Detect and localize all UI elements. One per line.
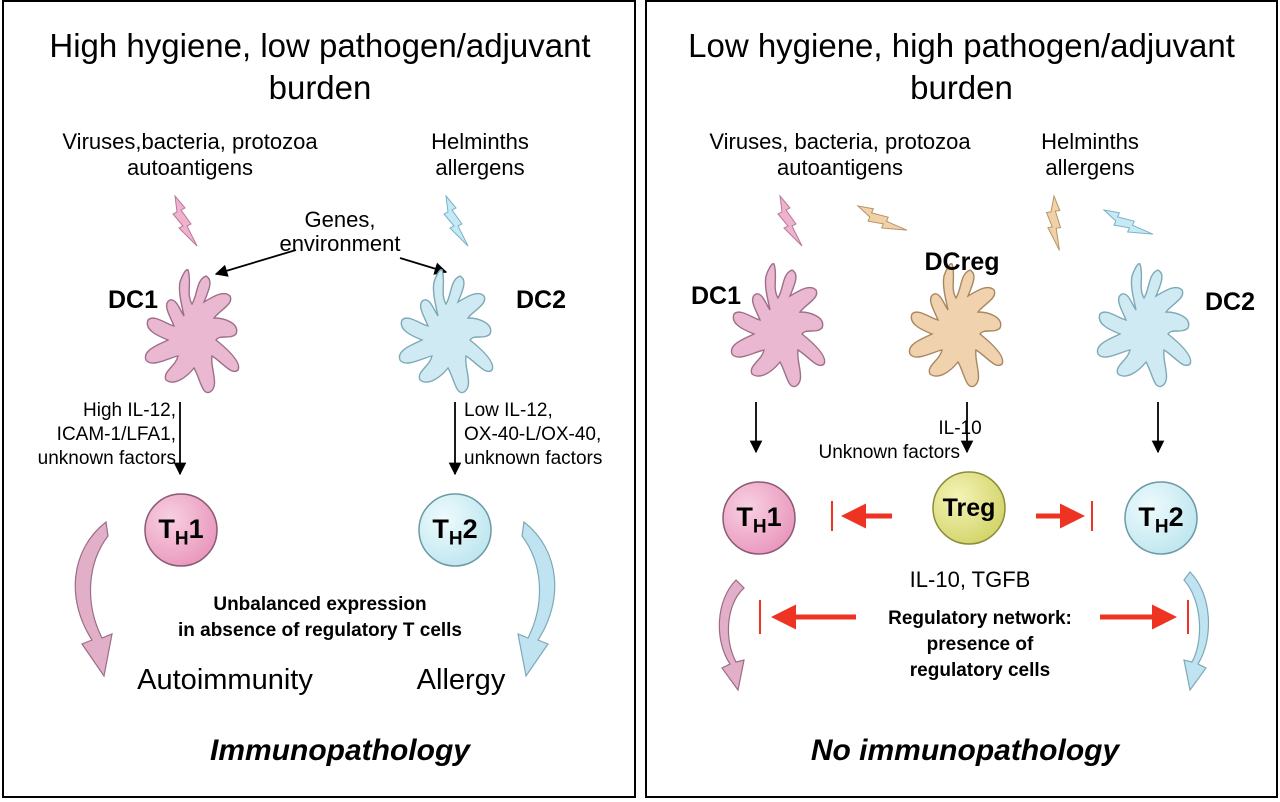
- network-line2: presence of: [926, 634, 1034, 655]
- autoimmunity-curved-arrow: [74, 520, 113, 678]
- right-title-line2: burden: [910, 69, 1013, 106]
- genes-arrow-right: [399, 257, 448, 275]
- network-line3: regulatory cells: [909, 660, 1051, 681]
- right-dc2-label: DC2: [1204, 288, 1255, 316]
- dc1-factors-line3: unknown factors: [37, 448, 176, 469]
- treg-inhibits-th2-arrow: [1036, 501, 1093, 531]
- right-title-line1: Low hygiene, high pathogen/adjuvant: [688, 27, 1235, 64]
- network-inhibits-right-arrow: [1100, 600, 1189, 634]
- stimulus-bolt-icon: [777, 195, 803, 247]
- th1-cell: [722, 481, 796, 555]
- left-dc1-label: DC1: [107, 286, 158, 314]
- th1-curved-arrow: [718, 579, 745, 692]
- treg-label: Treg: [942, 494, 996, 522]
- right-source-pathogens-line1: Viruses, bacteria, protozoa: [709, 129, 971, 154]
- right-source-pathogens-line2: autoantigens: [777, 155, 903, 180]
- dc2-factors-line1: Low IL-12,: [464, 400, 553, 421]
- right-dc1-label: DC1: [690, 282, 741, 310]
- th2-cell: [1124, 481, 1198, 555]
- th2-curved-arrow: [1183, 571, 1210, 692]
- stimulus-bolt-icon: [172, 195, 198, 247]
- dc1-factors-line2: ICAM-1/LFA1,: [56, 424, 176, 445]
- right-th1-label: TH1: [736, 502, 782, 538]
- right-source-helminths-line2: allergens: [1045, 155, 1135, 180]
- outcome-allergy: Allergy: [416, 664, 506, 696]
- genes-label-line2: environment: [279, 231, 401, 256]
- outcome-autoimmunity: Autoimmunity: [137, 664, 313, 696]
- network-line1: Regulatory network:: [888, 608, 1072, 629]
- left-title-line2: burden: [268, 69, 372, 106]
- dcreg-label: DCreg: [924, 248, 1000, 276]
- left-verdict: Immunopathology: [210, 734, 470, 767]
- dc1-factors-line1: High IL-12,: [83, 400, 176, 421]
- genes-arrow-left: [214, 249, 297, 277]
- dcreg-cell-icon: [908, 262, 1004, 388]
- left-source-pathogens-line2: autoantigens: [127, 155, 253, 180]
- panel-low-hygiene: [645, 0, 1278, 798]
- left-th1-label: TH1: [158, 514, 204, 550]
- treg-cell: [932, 471, 1006, 545]
- cytokines-label: IL-10, TGFB: [909, 567, 1031, 592]
- left-source-helminths-line2: allergens: [435, 155, 525, 180]
- stimulus-bolt-icon: [1036, 194, 1076, 251]
- stimulus-bolt-icon: [1101, 195, 1154, 251]
- right-source-helminths-line1: Helminths: [1041, 129, 1139, 154]
- dc2-factors-line3: unknown factors: [464, 448, 603, 469]
- left-dc2-label: DC2: [515, 286, 566, 314]
- right-verdict: No immunopathology: [810, 734, 1120, 767]
- allergy-curved-arrow: [517, 520, 556, 678]
- th2-cell: [418, 493, 492, 567]
- right-th2-label: TH2: [1138, 502, 1184, 538]
- left-th2-label: TH2: [432, 514, 478, 550]
- dc2-cell-icon: [398, 268, 494, 394]
- treg-inhibits-th1-arrow: [831, 501, 892, 531]
- left-source-helminths-line1: Helminths: [431, 129, 529, 154]
- unbalanced-line1: Unbalanced expression: [213, 594, 427, 615]
- genes-label-line1: Genes,: [304, 207, 376, 232]
- stimulus-bolt-icon: [443, 195, 469, 247]
- unbalanced-line2: in absence of regulatory T cells: [177, 620, 463, 641]
- th1-cell: [144, 493, 218, 567]
- left-source-pathogens-line1: Viruses,bacteria, protozoa: [62, 129, 318, 154]
- network-inhibits-left-arrow: [759, 600, 856, 634]
- dc2-factors-line2: OX-40-L/OX-40,: [464, 424, 602, 445]
- dcreg-factors-line2: Unknown factors: [818, 442, 960, 463]
- stimulus-bolt-icon: [855, 191, 908, 247]
- left-title-line1: High hygiene, low pathogen/adjuvant: [49, 27, 591, 64]
- dc2-cell-icon: [1096, 262, 1192, 388]
- dcreg-factors-line1: IL-10: [938, 418, 982, 439]
